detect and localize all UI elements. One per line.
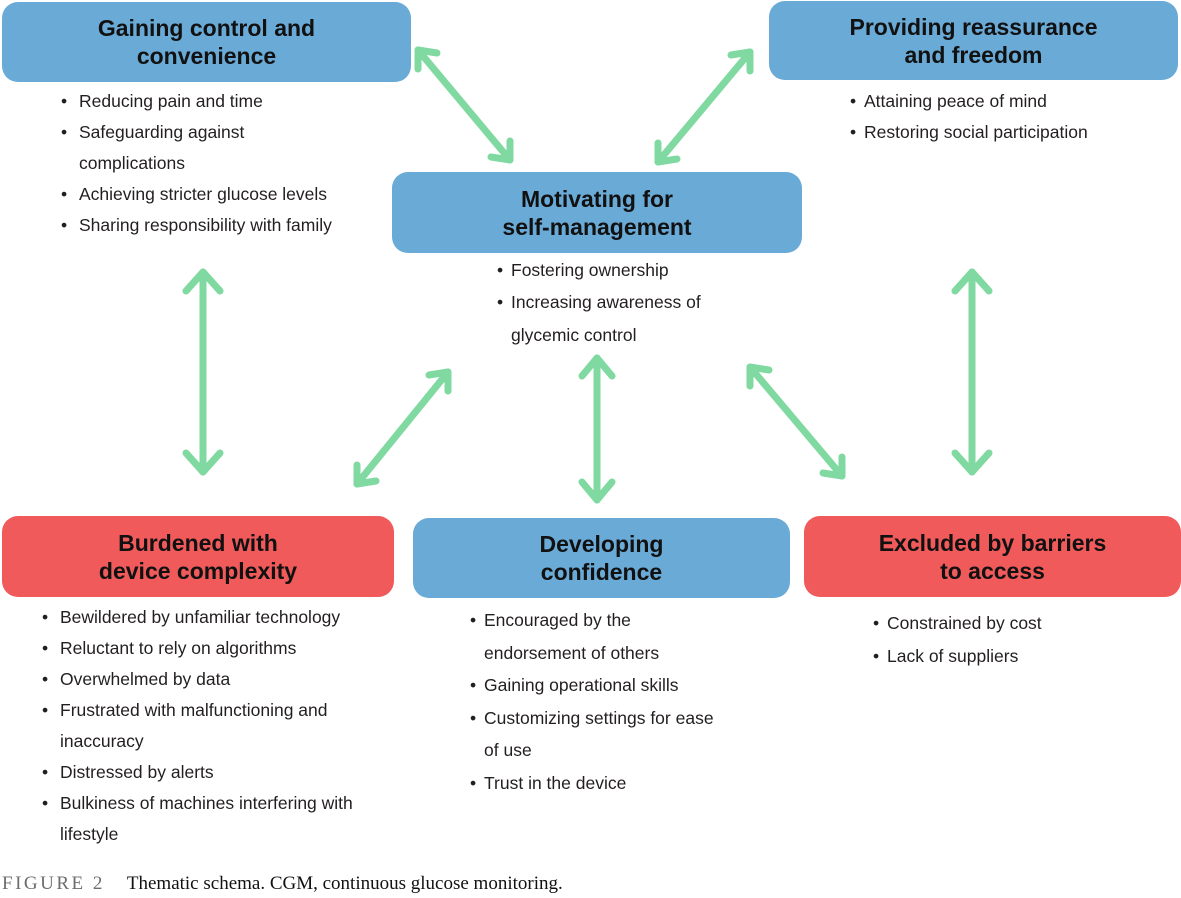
arrow-reassurance-to-motivating — [654, 48, 754, 166]
theme-box-motivating: Motivating for self-management — [392, 172, 802, 253]
theme-list-burdened: Bewildered by unfamiliar technology Relu… — [42, 602, 402, 850]
theme-list-providing-reassurance: Attaining peace of mind Restoring social… — [850, 86, 1170, 148]
theme-box-burdened: Burdened with device complexity — [2, 516, 394, 597]
arrow-excluded-to-motivating — [746, 363, 846, 480]
theme-list-gaining-control: Reducing pain and time Safeguarding agai… — [61, 86, 391, 241]
list-item: Restoring social participation — [850, 117, 1170, 148]
list-item: Overwhelmed by data — [42, 664, 402, 695]
arrow-reassurance-to-excluded — [951, 268, 993, 476]
list-item: Safeguarding against complications — [61, 117, 391, 179]
list-item: Sharing responsibility with family — [61, 210, 391, 241]
theme-title: Burdened with device complexity — [98, 529, 298, 584]
arrow-gaining-control-to-burdened — [182, 268, 224, 476]
list-item: Attaining peace of mind — [850, 86, 1170, 117]
list-item: Reluctant to rely on algorithms — [42, 633, 402, 664]
list-item: Bulkiness of machines interfering with l… — [42, 788, 402, 850]
caption-text: Thematic schema. CGM, continuous glucose… — [126, 873, 563, 894]
list-item: Lack of suppliers — [873, 640, 1163, 673]
arrow-gaining-control-to-motivating — [414, 46, 514, 164]
list-item: Distressed by alerts — [42, 757, 402, 788]
theme-box-providing-reassurance: Providing reassurance and freedom — [769, 1, 1178, 80]
list-item: Customizing settings for ease of use — [470, 702, 770, 767]
list-item: Trust in the device — [470, 767, 770, 800]
theme-list-excluded: Constrained by cost Lack of suppliers — [873, 607, 1163, 672]
arrow-burdened-to-motivating — [353, 368, 452, 488]
list-item: Bewildered by unfamiliar technology — [42, 602, 402, 633]
list-item: Encouraged by the endorsement of others — [470, 604, 770, 669]
list-item: Frustrated with malfunctioning and inacc… — [42, 695, 402, 757]
theme-title: Motivating for self-management — [502, 185, 692, 240]
theme-title: Gaining control and convenience — [97, 15, 316, 69]
figure-caption: FIGURE 2 Thematic schema. CGM, continuous… — [2, 873, 563, 895]
list-item: Constrained by cost — [873, 607, 1163, 640]
theme-title: Providing reassurance and freedom — [849, 13, 1098, 68]
arrow-confidence-to-motivating — [578, 354, 616, 504]
list-item: Gaining operational skills — [470, 669, 770, 702]
list-item: Reducing pain and time — [61, 86, 391, 117]
theme-title: Excluded by barriers to access — [878, 529, 1107, 584]
list-item: Fostering ownership — [497, 255, 757, 286]
list-item: Increasing awareness of glycemic control — [497, 286, 757, 352]
theme-box-excluded: Excluded by barriers to access — [804, 516, 1181, 597]
theme-title: Developing confidence — [539, 531, 664, 585]
figure-label: FIGURE 2 — [2, 873, 105, 894]
theme-list-motivating: Fostering ownership Increasing awareness… — [497, 255, 757, 352]
theme-box-gaining-control: Gaining control and convenience — [2, 2, 411, 82]
theme-box-developing-confidence: Developing confidence — [413, 518, 790, 598]
theme-list-developing-confidence: Encouraged by the endorsement of others … — [470, 604, 770, 799]
list-item: Achieving stricter glucose levels — [61, 179, 391, 210]
